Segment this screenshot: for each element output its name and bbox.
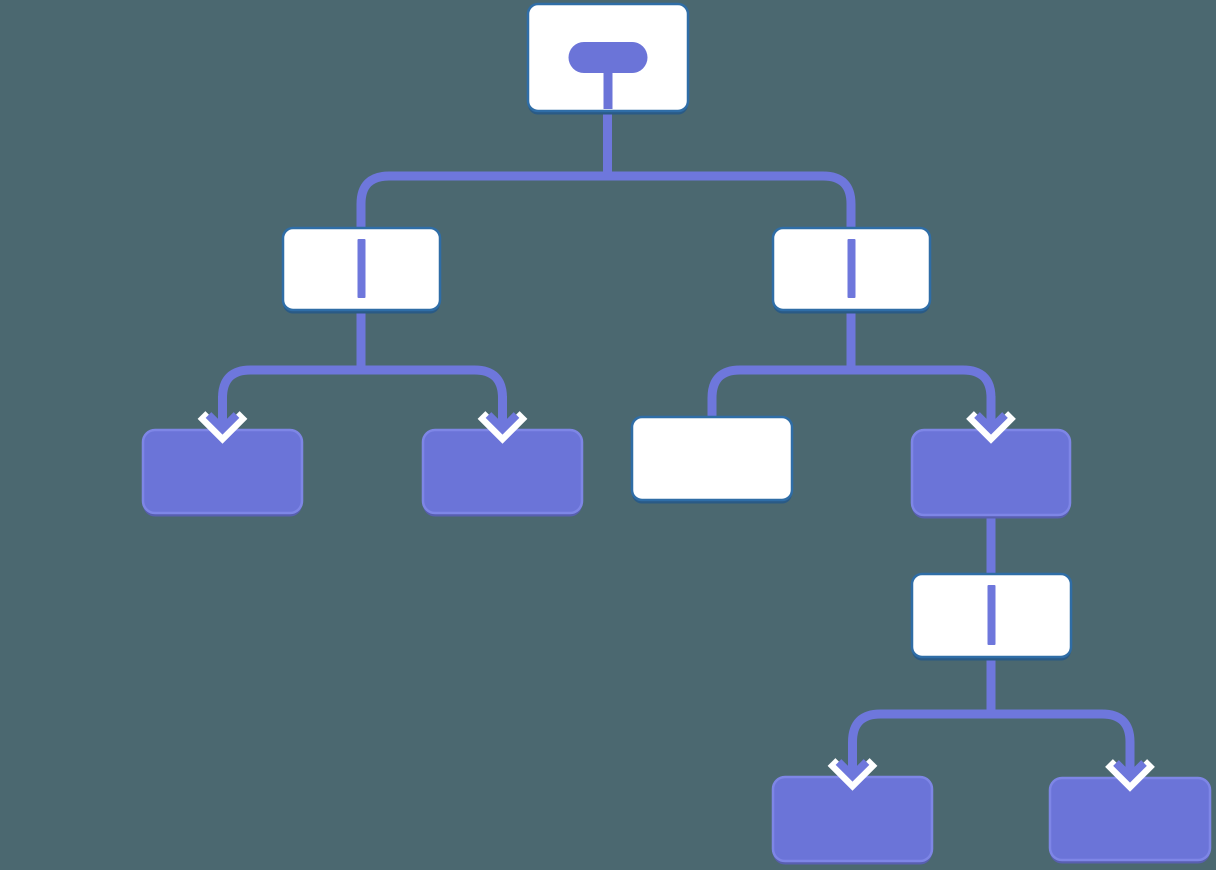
double-chevron-arrow-icon [966,396,1016,444]
edge-level1-left-drop [356,171,390,370]
arrow-purple-chevron [485,412,520,435]
double-chevron-arrow-icon [197,396,248,444]
arrow-purple-chevron [1113,760,1147,783]
arrow-purple-chevron [974,412,1008,435]
arrow-white-chevron [477,411,528,444]
node-divider-bar-branch-bottom [987,585,996,645]
edge-bottom-subtree-branch [848,709,1135,764]
arrow-white-chevron [1105,759,1155,792]
node-divider-bar-branch-right [847,239,856,298]
double-chevron-arrow-icon [477,396,528,444]
double-chevron-arrow-icon [1105,744,1155,792]
nodes-layer [141,2,1212,865]
node-pass-white[interactable] [630,415,794,502]
edges-layer [218,108,1135,764]
arrow-purple-chevron [835,759,870,782]
arrowheads-layer [197,396,1155,792]
edge-left-subtree-branch [218,365,507,426]
arrow-white-chevron [966,411,1016,444]
arrow-white-chevron [827,758,878,791]
arrow-purple-chevron [205,412,240,435]
root-pill-stem [603,69,613,109]
decorations-layer [357,42,996,645]
root-pill [568,42,648,73]
edge-right-subtree-branch [707,365,996,426]
node-divider-bar-branch-left [357,239,366,298]
edge-level1-right-drop [822,171,856,370]
double-chevron-arrow-icon [827,743,878,791]
arrow-white-chevron [197,411,248,444]
